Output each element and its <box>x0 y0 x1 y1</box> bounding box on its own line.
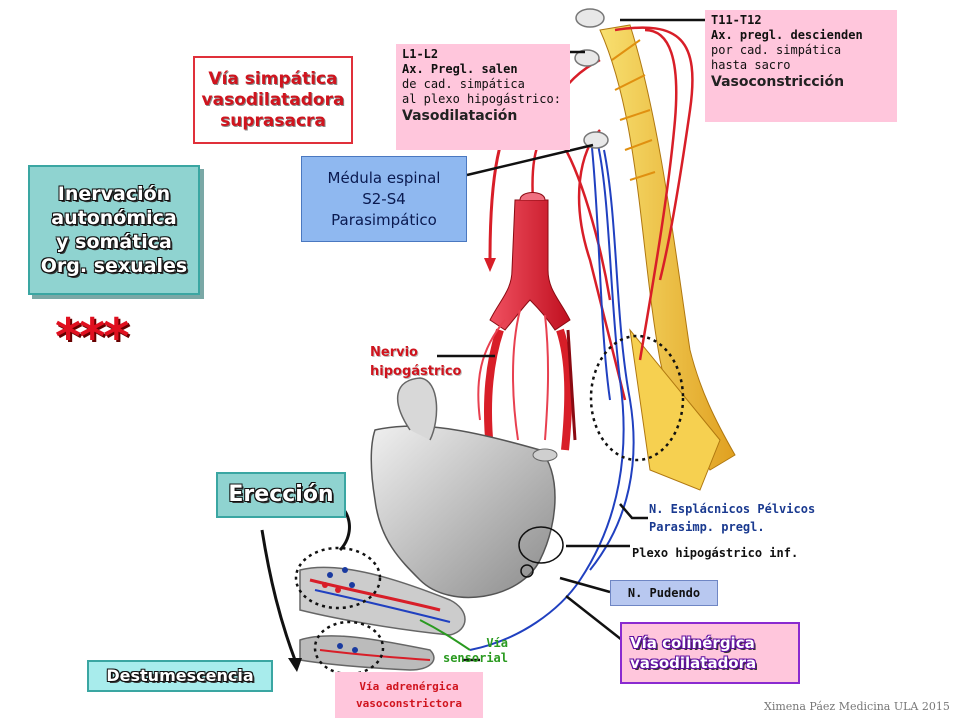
t11-line: por cad. simpática <box>711 43 842 57</box>
arrow-down-left-icon <box>484 258 496 272</box>
n-pudendo-box: N. Pudendo <box>610 580 718 606</box>
adrenergica-line: vasoconstrictora <box>356 697 462 710</box>
l1-line: Ax. Pregl. salen <box>402 62 518 76</box>
l1-line: de cad. simpática <box>402 77 525 91</box>
nerve-nodes <box>518 526 564 578</box>
colinergica-line: vasodilatadora <box>630 654 757 672</box>
title-line: y somática <box>56 231 172 253</box>
plexo-hipogastrico-label: Plexo hipogástrico inf. <box>632 546 799 560</box>
ereccion-box: Erección <box>216 472 346 518</box>
esplacnicos-line: Parasimp. pregl. <box>649 520 765 534</box>
via-colinergica-box: Vía colinérgica vasodilatadora <box>620 622 800 684</box>
l1-conclusion: Vasodilatación <box>402 108 518 124</box>
n-pudendo-label: N. Pudendo <box>627 586 701 600</box>
ereccion-label: Erección <box>228 482 334 507</box>
nervio-line: hipogástrico <box>370 364 462 379</box>
sensorial-line: Vía <box>486 636 508 650</box>
l1-line: L1-L2 <box>402 47 439 61</box>
via-adrenergica-box: Vía adrenérgica vasoconstrictora <box>335 672 483 718</box>
t11-line: Ax. pregl. descienden <box>711 28 863 42</box>
colinergica-line: Vía colinérgica <box>630 634 755 652</box>
spinal-segments <box>574 8 609 149</box>
asterisk-marker: *** <box>55 308 129 366</box>
medula-line: Parasimpático <box>331 210 437 229</box>
bladder-and-pelvis <box>370 377 558 599</box>
penis-structure <box>299 566 466 671</box>
credit-text: Ximena Páez Medicina ULA 2015 <box>764 700 950 713</box>
via-sensorial-label: Vía sensorial <box>432 636 508 666</box>
t11-line: T11-T12 <box>711 13 762 27</box>
medula-line: S2-S4 <box>362 189 406 208</box>
title-line: Inervación <box>57 183 171 205</box>
highlight-circles <box>294 334 685 676</box>
title-line: autonómica <box>51 207 177 229</box>
sensory-pathway-line <box>419 619 471 651</box>
l1-l2-box: L1-L2 Ax. Pregl. salen de cad. simpática… <box>396 44 570 150</box>
t11-line: hasta sacro <box>711 58 791 72</box>
adrenergica-line: Vía adrenérgica <box>359 680 459 693</box>
title-box: Inervación autonómica y somática Org. se… <box>28 165 200 295</box>
via-simpatica-line: vasodilatadora <box>201 89 345 110</box>
medula-line: Médula espinal <box>327 168 441 187</box>
destumescencia-label: Destumescencia <box>106 666 254 685</box>
t11-conclusion: Vasoconstricción <box>711 74 845 90</box>
receptor-dots <box>327 567 358 653</box>
esplacnicos-line: N. Esplácnicos Pélvicos <box>649 502 816 516</box>
aorta-and-iliac-arteries <box>477 192 577 451</box>
via-simpatica-line: suprasacra <box>220 110 326 131</box>
esplacnicos-label: N. Esplácnicos Pélvicos Parasimp. pregl. <box>649 500 815 536</box>
via-simpatica-box: Vía simpática vasodilatadora suprasacra <box>193 56 353 144</box>
l1-line: al plexo hipogástrico: <box>402 92 561 106</box>
nervio-line: Nervio <box>370 345 418 360</box>
destumescencia-box: Destumescencia <box>87 660 273 692</box>
title-line: Org. sexuales <box>40 255 188 277</box>
medula-espinal-box: Médula espinal S2-S4 Parasimpático <box>301 156 467 242</box>
nervio-hipogastrico-label: Nervio hipogástrico <box>370 343 461 381</box>
via-simpatica-line: Vía simpática <box>208 68 338 89</box>
t11-t12-box: T11-T12 Ax. pregl. descienden por cad. s… <box>705 10 897 122</box>
sensorial-line: sensorial <box>442 651 508 665</box>
